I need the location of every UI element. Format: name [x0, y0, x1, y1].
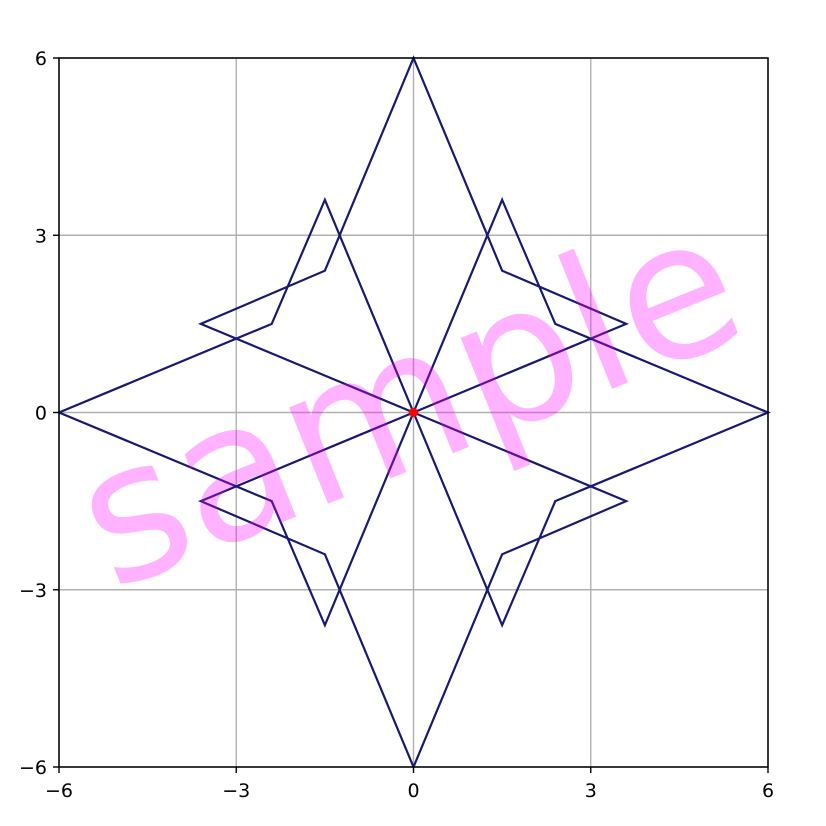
y-tick-label: −6 — [19, 757, 47, 779]
axis-ticks: −6 −3 0 3 6 −6 −3 0 3 6 — [19, 48, 774, 802]
y-tick-label: 6 — [35, 48, 47, 70]
x-tick-label: 3 — [585, 780, 597, 802]
y-tick-label: 0 — [35, 403, 47, 425]
center-point-marker — [409, 408, 418, 417]
x-tick-label: −6 — [45, 780, 73, 802]
y-tick-label: 3 — [35, 225, 47, 247]
x-tick-label: −3 — [222, 780, 250, 802]
watermark-group: sample — [46, 169, 769, 633]
watermark-text: sample — [46, 169, 769, 633]
x-tick-label: 0 — [407, 780, 419, 802]
y-tick-label: −3 — [19, 580, 47, 602]
x-tick-label: 6 — [762, 780, 774, 802]
marker-group — [409, 408, 418, 417]
